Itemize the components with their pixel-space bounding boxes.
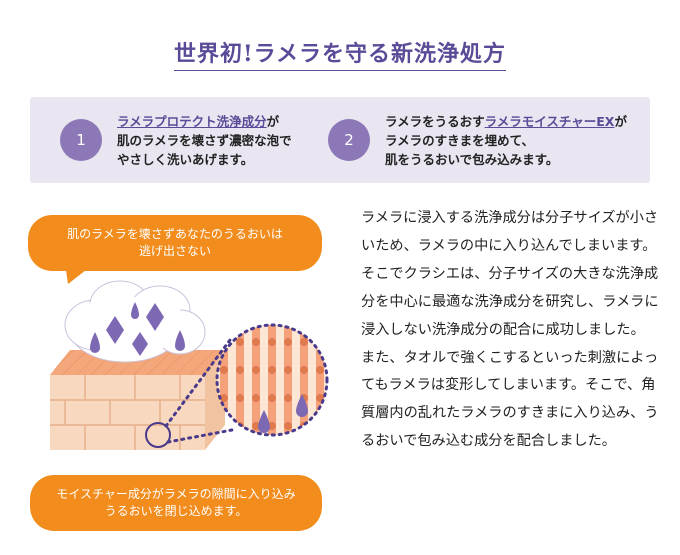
step-description: ラメラをうるおすラメラモイスチャーEXが ラメラのすきまを埋めて、 肌をうるおい… — [385, 112, 627, 169]
callout-line: 逃げ出さない — [138, 244, 211, 258]
purple-droplet-icon — [90, 302, 185, 353]
feature-step-1: 1 ラメラプロテクト洗浄成分が 肌のラメラを壊さず濃密な泡で やさしく洗いあげま… — [60, 97, 330, 183]
step-text-line: ラメラのすきまを埋めて、 — [385, 132, 535, 148]
protect-ingredient-link[interactable]: ラメラプロテクト洗浄成分 — [117, 113, 267, 129]
magnifier-source — [145, 422, 171, 448]
callout-tail — [66, 270, 86, 284]
callout-line: 肌のラメラを壊さずあなたのうるおいは — [67, 227, 283, 241]
step-text-suffix: が — [614, 113, 627, 129]
magnifier-circle — [215, 323, 329, 437]
step-text-line: 肌をうるおいで包み込みます。 — [385, 151, 559, 167]
body-copy: ラメラに浸入する洗浄成分は分子サイズが小さいため、ラメラの中に入り込んでしまいま… — [361, 205, 661, 456]
callout-line: モイスチャー成分がラメラの隙間に入り込み — [56, 487, 296, 501]
moisture-ingredient-link[interactable]: ラメラモイスチャーEX — [484, 113, 615, 129]
page-title-text: 世界初!ラメラを守る新洗浄処方 — [174, 41, 506, 71]
foam-cloud-fill — [66, 297, 190, 353]
callout-line: うるおいを閉じ込めます。 — [104, 504, 248, 518]
step-text-line: やさしく洗いあげます。 — [117, 151, 254, 167]
step-description: ラメラプロテクト洗浄成分が 肌のラメラを壊さず濃密な泡で やさしく洗いあげます。 — [117, 112, 292, 169]
step-text-suffix: が — [266, 113, 280, 129]
purple-diamond-icon — [106, 303, 164, 356]
step-number-badge: 2 — [328, 119, 370, 161]
skin-layer — [50, 350, 225, 450]
feature-banner: 1 ラメラプロテクト洗浄成分が 肌のラメラを壊さず濃密な泡で やさしく洗いあげま… — [30, 97, 650, 183]
step-text-prefix: ラメラをうるおす — [385, 113, 485, 129]
purple-droplet-icon — [258, 394, 308, 433]
feature-step-2: 2 ラメラをうるおすラメラモイスチャーEXが ラメラのすきまを埋めて、 肌をうる… — [328, 97, 638, 183]
callout-top: 肌のラメラを壊さずあなたのうるおいは 逃げ出さない — [28, 215, 322, 271]
lamella-illustration — [50, 270, 329, 450]
step-text-line: 肌のラメラを壊さず濃密な泡で — [117, 132, 292, 148]
step-number-badge: 1 — [60, 119, 102, 161]
page-title: 世界初!ラメラを守る新洗浄処方 — [0, 36, 680, 71]
callout-bottom: モイスチャー成分がラメラの隙間に入り込み うるおいを閉じ込めます。 — [30, 475, 322, 531]
body-paragraph: また、タオルで強くこするといった刺激によってもラメラは変形してしまいます。そこで… — [361, 349, 659, 450]
body-paragraph: ラメラに浸入する洗浄成分は分子サイズが小さいため、ラメラの中に入り込んでしまいま… — [361, 210, 659, 338]
